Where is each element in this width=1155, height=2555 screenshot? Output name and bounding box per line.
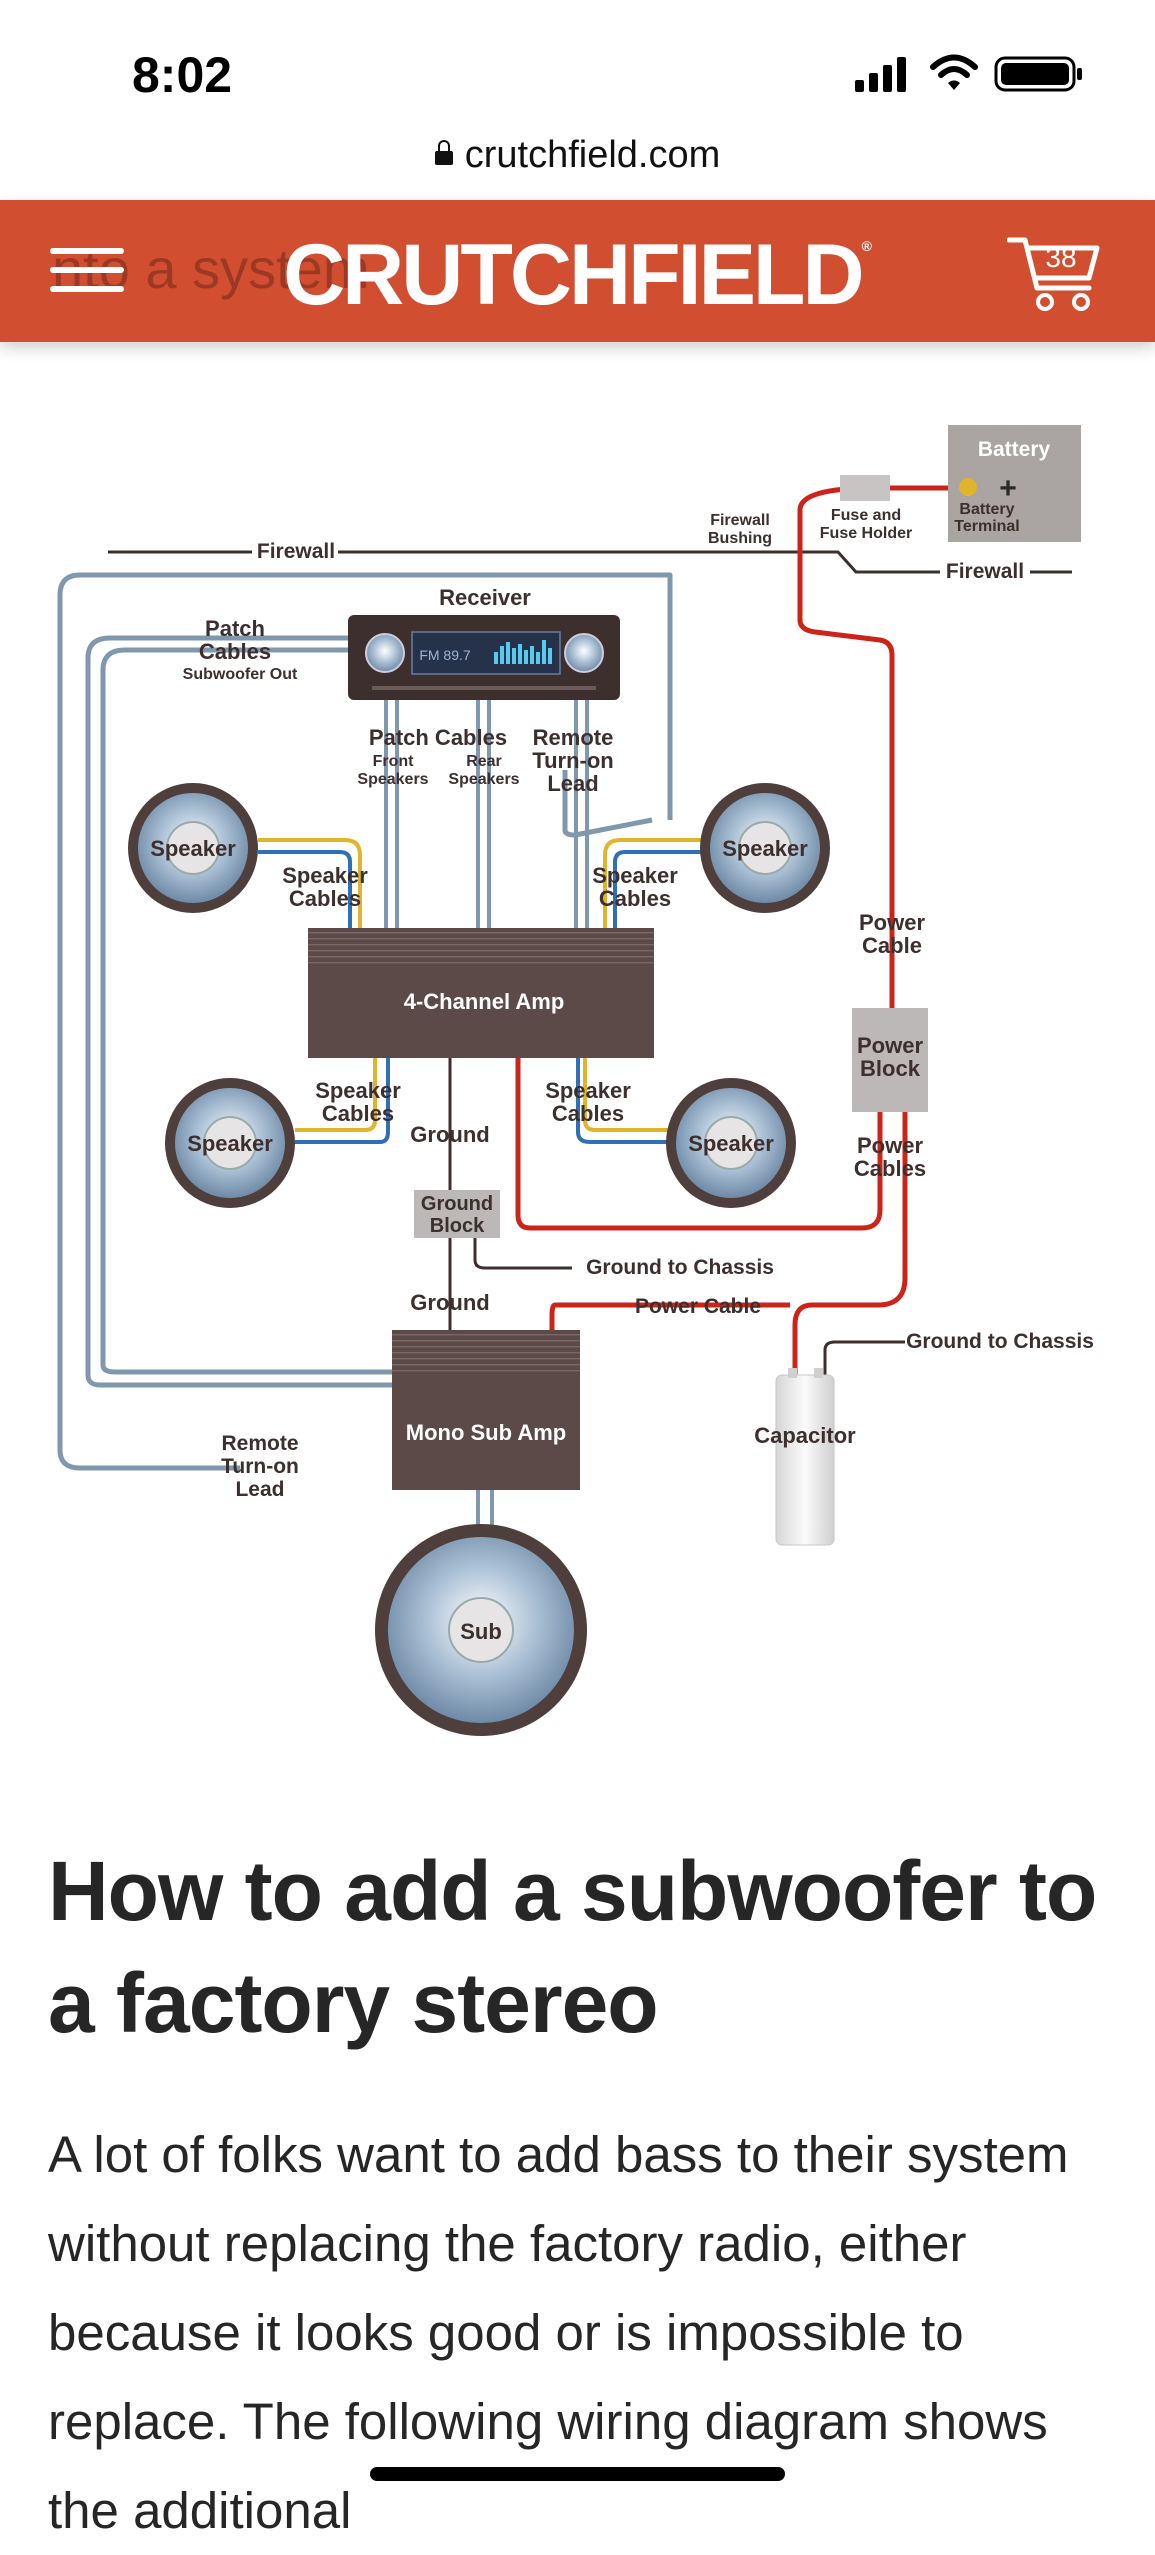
receiver-head-unit: FM 89.7: [348, 615, 620, 700]
speaker-cables-label-fl-2: Cables: [289, 886, 361, 911]
wifi-icon: [930, 54, 978, 90]
subwoofer: Sub: [375, 1524, 587, 1736]
speaker-front-left: Speaker: [128, 783, 258, 913]
site-logo[interactable]: CRUTCHFIELD®: [283, 227, 872, 323]
four-channel-amp-label: 4-Channel Amp: [404, 989, 565, 1014]
speaker-front-right: Speaker: [700, 783, 830, 913]
ground-block-label-2: Block: [430, 1215, 485, 1237]
ground-label-bottom: Ground: [410, 1290, 489, 1315]
remote-lead-bottom-3: Lead: [235, 1478, 284, 1501]
speaker-cables-label-fr-2: Cables: [599, 886, 671, 911]
remote-lead-bottom-1: Remote: [221, 1432, 298, 1455]
power-block: Power Block: [852, 1008, 928, 1112]
hamburger-icon: [50, 248, 124, 254]
speaker-cables-label-rl-1: Speaker: [315, 1078, 401, 1103]
sub-speaker-cables: [476, 1490, 494, 1525]
speaker-label: Speaker: [722, 836, 808, 861]
battery: Battery + Battery Terminal: [948, 425, 1081, 542]
power-block-label-1: Power: [857, 1033, 923, 1058]
power-cables-label-1: Power: [857, 1133, 923, 1158]
cellular-signal-icon: [855, 57, 906, 92]
speaker-label: Speaker: [187, 1131, 273, 1156]
battery-icon: [994, 56, 1082, 92]
power-cable-label-1: Power: [859, 910, 925, 935]
speaker-cables-label-fl-1: Speaker: [282, 863, 368, 888]
firewall-bushing-label-2: Bushing: [708, 530, 772, 547]
speaker-cables-label-rr-2: Cables: [552, 1101, 624, 1126]
power-cable-label-2: Cable: [862, 933, 922, 958]
speaker-cables: [258, 838, 708, 1144]
speaker-label: Speaker: [150, 836, 236, 861]
status-bar: 8:02 crutchfield.com: [0, 0, 1155, 176]
fuse-holder-label-2: Fuse Holder: [820, 525, 912, 542]
speaker-cables-label-rr-1: Speaker: [545, 1078, 631, 1103]
battery-terminal-line2: Terminal: [954, 518, 1020, 535]
speaker-label: Speaker: [688, 1131, 774, 1156]
battery-label: Battery: [978, 438, 1051, 461]
mono-sub-amp: Mono Sub Amp: [392, 1330, 580, 1490]
front-speakers-2: Speakers: [357, 771, 428, 788]
url-text: crutchfield.com: [464, 134, 721, 176]
power-block-label-2: Block: [860, 1056, 921, 1081]
menu-button[interactable]: [50, 248, 124, 298]
cart-icon: [1006, 237, 1100, 311]
battery-terminal-line1: Battery: [959, 501, 1014, 518]
fuse-holder-label-1: Fuse and: [831, 507, 901, 524]
wiring-diagram: Battery + Battery Terminal Fuse and Fuse…: [57, 425, 1094, 1736]
speaker-rear-left: Speaker: [165, 1078, 295, 1208]
registered-mark: ®: [861, 238, 872, 254]
ground-wires: [448, 1055, 905, 1375]
capacitor: [775, 1368, 835, 1546]
remote-lead-top-3: Lead: [547, 771, 598, 796]
capacitor-label: Capacitor: [754, 1423, 856, 1448]
four-channel-amp: 4-Channel Amp: [308, 928, 654, 1058]
remote-lead-top-1: Remote: [533, 725, 614, 750]
remote-lead-top-2: Turn-on: [532, 748, 613, 773]
firewall-line: [108, 550, 1072, 574]
ground-block: Ground Block: [414, 1190, 500, 1238]
ground-to-chassis-label-2: Ground to Chassis: [906, 1330, 1094, 1353]
home-indicator[interactable]: [370, 2467, 785, 2481]
patch-cables-center: Patch Cables: [369, 725, 507, 750]
rear-speakers-1: Rear: [466, 753, 502, 770]
site-header: nto a system CRUTCHFIELD® 38: [0, 200, 1155, 342]
status-time: 8:02: [132, 47, 233, 103]
patch-cables-left-1: Patch: [205, 616, 265, 641]
cart-button[interactable]: 38: [1006, 234, 1103, 314]
firewall-bushing-label-1: Firewall: [710, 512, 770, 529]
status-icons: [855, 54, 1082, 92]
sub-label: Sub: [460, 1619, 502, 1644]
battery-plus: +: [999, 472, 1017, 505]
receiver-label: Receiver: [439, 585, 531, 610]
speaker-rear-right: Speaker: [666, 1078, 796, 1208]
firewall-label-right: Firewall: [946, 560, 1024, 583]
speaker-cables-label-fr-1: Speaker: [592, 863, 678, 888]
article-body: A lot of folks want to add bass to their…: [48, 2126, 1069, 2539]
ground-block-label-1: Ground: [421, 1193, 493, 1215]
receiver-display: FM 89.7: [419, 647, 471, 663]
subwoofer-out-label: Subwoofer Out: [183, 666, 298, 683]
patch-cables-left-2: Cables: [199, 639, 271, 664]
ground-label-top: Ground: [410, 1122, 489, 1147]
power-cables: [515, 485, 950, 1375]
front-speakers-1: Front: [373, 753, 415, 770]
power-cable-bottom-label: Power Cable: [635, 1295, 761, 1318]
cart-count: 38: [1045, 242, 1077, 273]
power-cables-label-2: Cables: [854, 1156, 926, 1181]
patch-cables-sub-out: [85, 635, 392, 1388]
speaker-cables-label-rl-2: Cables: [322, 1101, 394, 1126]
fuse-holder: [840, 475, 890, 501]
lock-icon: [434, 140, 453, 165]
remote-lead-bottom-2: Turn-on: [221, 1455, 299, 1478]
address-bar[interactable]: crutchfield.com: [0, 134, 1155, 177]
mono-sub-amp-label: Mono Sub Amp: [406, 1420, 567, 1445]
rear-speakers-2: Speakers: [448, 771, 519, 788]
patch-cables-front-rear: [384, 695, 589, 928]
ground-to-chassis-label-1: Ground to Chassis: [586, 1256, 774, 1279]
article-title: How to add a subwoofer to a factory ster…: [48, 1844, 1097, 2050]
firewall-label-left: Firewall: [257, 540, 335, 563]
